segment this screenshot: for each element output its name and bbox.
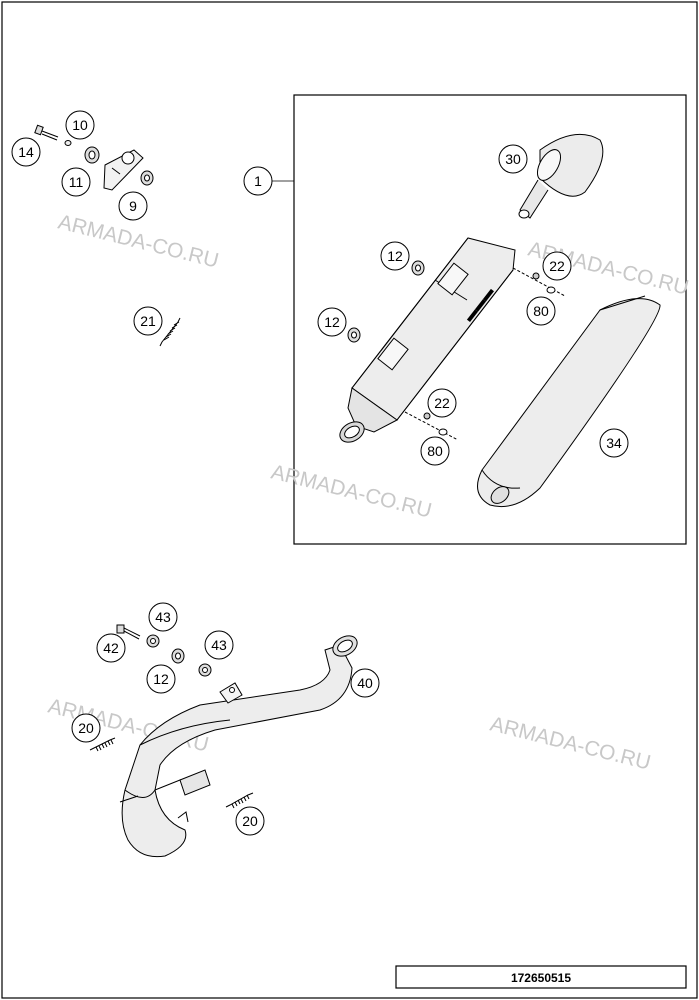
bracket-group xyxy=(34,124,181,347)
callout-12-upper: 12 xyxy=(380,241,410,271)
watermark-1: ARMADA-CO.RU xyxy=(56,211,221,273)
grommet-12-upper xyxy=(411,260,425,276)
bolt-part xyxy=(34,124,59,141)
grommet-part-9 xyxy=(140,170,154,186)
callout-12-lower-label: 12 xyxy=(324,314,340,330)
callout-11-label: 11 xyxy=(69,174,84,190)
callout-22-upper-label: 22 xyxy=(549,258,565,274)
callout-1-label: 1 xyxy=(254,173,262,189)
callout-40-label: 40 xyxy=(357,675,373,691)
callout-42: 42 xyxy=(96,633,126,663)
callout-30: 30 xyxy=(498,144,528,174)
callout-21: 21 xyxy=(133,306,163,336)
callout-10-label: 10 xyxy=(72,117,88,133)
callout-20-upper-label: 20 xyxy=(78,720,94,736)
spring-20-upper xyxy=(89,737,116,752)
document-number-box: 172650515 xyxy=(395,965,687,989)
callout-1: 1 xyxy=(243,166,273,196)
grommet-12-header xyxy=(171,648,185,664)
grommet-part xyxy=(84,146,100,164)
callout-9-label: 9 xyxy=(129,198,137,214)
callout-14-label: 14 xyxy=(18,144,34,160)
callout-12-upper-label: 12 xyxy=(387,248,403,264)
callout-9: 9 xyxy=(118,191,148,221)
callout-12-lower: 12 xyxy=(317,307,347,337)
callout-80-lower: 80 xyxy=(420,436,450,466)
washer-part xyxy=(64,140,72,146)
washer-43-right xyxy=(198,663,212,677)
callout-12-header: 12 xyxy=(146,664,176,694)
bolt-42-part xyxy=(116,624,141,640)
callouts: 14 10 11 9 21 1 30 12 xyxy=(11,110,629,836)
callout-40: 40 xyxy=(350,668,380,698)
rivet-washer-lower xyxy=(404,411,459,441)
callout-42-label: 42 xyxy=(103,640,119,656)
watermark-5: ARMADA-CO.RU xyxy=(488,713,653,775)
callout-21-label: 21 xyxy=(140,313,156,329)
spring-21-part xyxy=(159,317,181,347)
header-pipe xyxy=(119,635,358,858)
callout-80-upper: 80 xyxy=(526,296,556,326)
callout-22-lower: 22 xyxy=(427,388,457,418)
callout-20-lower: 20 xyxy=(235,806,265,836)
silencer-group: ▬▬▬ xyxy=(339,133,661,508)
callout-11: 11 xyxy=(61,167,91,197)
callout-30-label: 30 xyxy=(505,151,521,167)
callout-43-right: 43 xyxy=(204,630,234,660)
callout-22-lower-label: 22 xyxy=(434,395,450,411)
washer-43-left xyxy=(146,634,160,648)
end-cap-30 xyxy=(518,133,604,219)
header-pipe-group xyxy=(89,624,358,858)
callout-10: 10 xyxy=(65,110,95,140)
callout-14: 14 xyxy=(11,137,41,167)
callout-43-left-label: 43 xyxy=(155,609,171,625)
callout-20-lower-label: 20 xyxy=(242,813,258,829)
callout-80-upper-label: 80 xyxy=(533,303,549,319)
document-number: 172650515 xyxy=(511,971,571,985)
grommet-12-lower xyxy=(347,327,361,343)
callout-34: 34 xyxy=(599,428,629,458)
callout-20-upper: 20 xyxy=(71,713,101,743)
silencer-assembly-box xyxy=(293,94,687,545)
callout-43-right-label: 43 xyxy=(211,637,227,653)
spring-20-lower xyxy=(225,792,254,809)
callout-12-header-label: 12 xyxy=(153,671,169,687)
callout-80-lower-label: 80 xyxy=(427,443,443,459)
callout-43-left: 43 xyxy=(148,602,178,632)
callout-34-label: 34 xyxy=(606,435,622,451)
bracket-plate xyxy=(103,149,144,191)
callout-22-upper: 22 xyxy=(542,251,572,281)
rivet-washer-upper xyxy=(512,267,566,297)
outer-sleeve-34 xyxy=(477,295,661,508)
